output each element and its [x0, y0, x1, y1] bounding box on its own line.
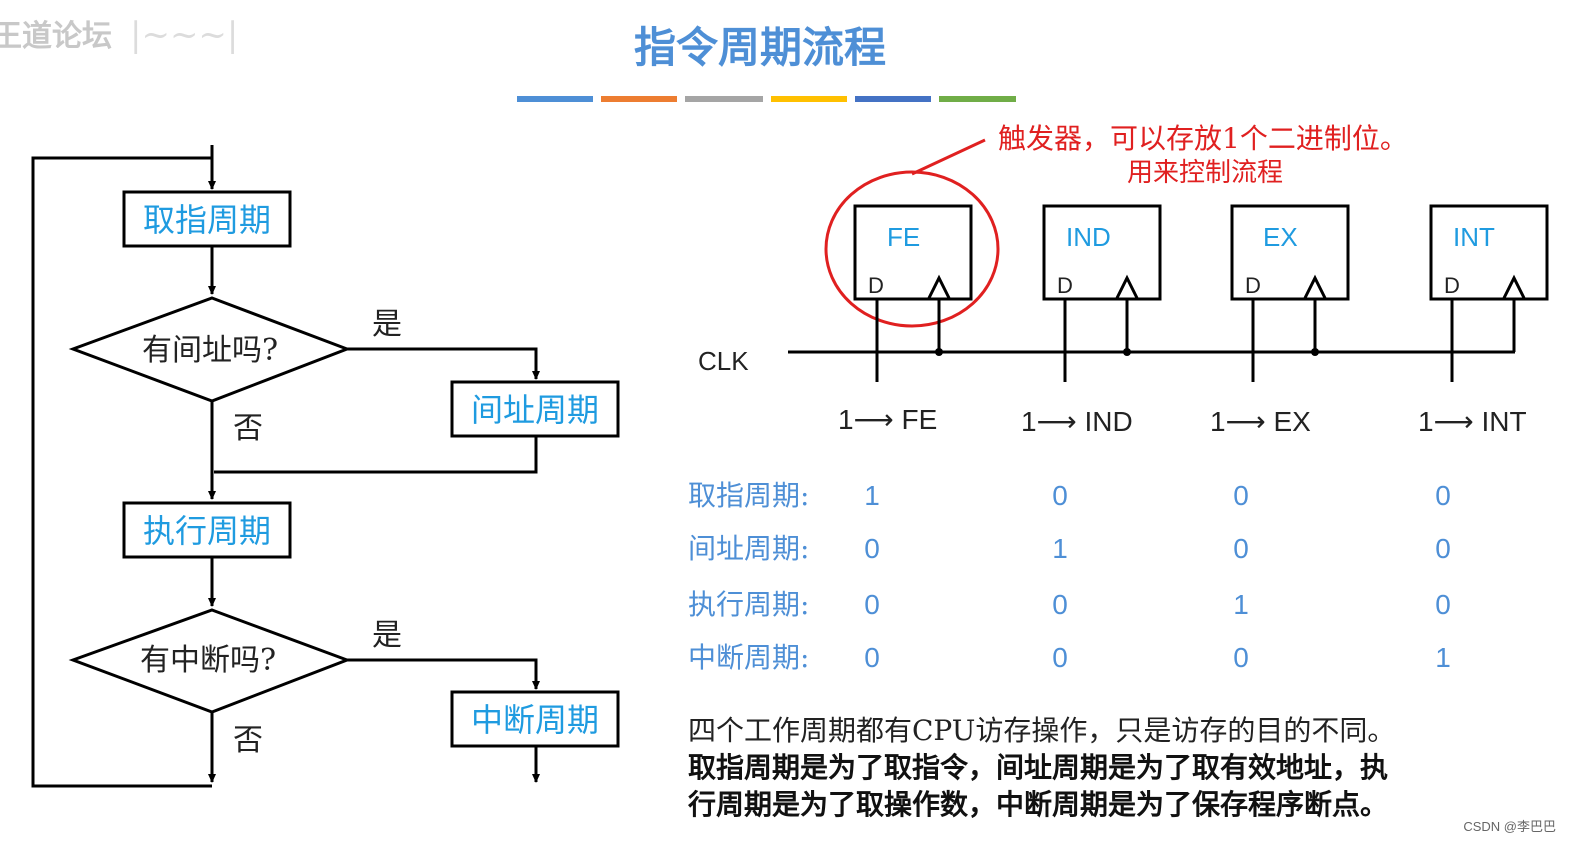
indirect-return-line — [214, 436, 538, 474]
cell-value: 0 — [1233, 642, 1249, 673]
cell-value: 1 — [864, 480, 880, 511]
cell-value: 0 — [864, 642, 880, 673]
cell-value: 1 — [1052, 533, 1068, 564]
cell-value: 0 — [1052, 642, 1068, 673]
junction-dot — [935, 348, 943, 356]
flipflop-name: INT — [1453, 222, 1495, 252]
execute-cycle-label: 执行周期 — [143, 512, 271, 550]
yes-label: 是 — [372, 307, 402, 342]
accent-bar — [771, 96, 847, 102]
yes-branch-line — [347, 347, 540, 380]
row-label: 执行周期: — [688, 588, 809, 621]
accent-bar — [855, 96, 931, 102]
page-title: 指令周期流程 — [634, 23, 886, 72]
flipflop-ind: IND D — [1042, 204, 1162, 382]
flipflop-box — [1429, 204, 1549, 301]
row-label: 中断周期: — [688, 641, 809, 674]
fe-highlight-circle — [824, 170, 1000, 328]
annotation-pointer — [911, 138, 986, 176]
accent-bar — [939, 96, 1016, 102]
flipflops: CLK FE D IND D EX D — [698, 204, 1549, 437]
clk-label: CLK — [698, 346, 749, 376]
no-label: 否 — [233, 723, 263, 758]
flipflop-name: EX — [1263, 222, 1298, 252]
logo-text: 王道论坛 — [0, 20, 112, 53]
flipflop-box — [1042, 204, 1162, 301]
junction-dot — [1311, 348, 1319, 356]
accent-bar — [685, 96, 763, 102]
cell-value: 1 — [1233, 589, 1249, 620]
annotation-line-1: 触发器，可以存放1个二进制位。 — [998, 122, 1408, 155]
flipflop-name: FE — [887, 222, 920, 252]
d-input-label: D — [1245, 273, 1261, 298]
junction-dot — [1123, 348, 1131, 356]
flowchart-labels: 取指周期 有间址吗? 是 否 间址周期 执行周期 有中断吗? 是 否 中断周期 — [140, 201, 599, 758]
clock-triangle-icon — [1115, 274, 1139, 299]
clock-triangle-icon — [1502, 274, 1526, 299]
yes-label: 是 — [372, 618, 402, 653]
flipflop-ex: EX D — [1230, 204, 1350, 382]
d-input-label: D — [1444, 273, 1460, 298]
row-label: 取指周期: — [688, 479, 809, 512]
set-label-int: 1⟶ INT — [1418, 406, 1527, 437]
indirect-cycle-label: 间址周期 — [471, 391, 599, 429]
cell-value: 0 — [864, 533, 880, 564]
cell-value: 0 — [1233, 533, 1249, 564]
no-label: 否 — [233, 411, 263, 446]
indirect-cycle-box — [450, 380, 620, 438]
annotation-line-2: 用来控制流程 — [1127, 157, 1283, 187]
execute-cycle-box — [122, 501, 292, 559]
cell-value: 0 — [1435, 480, 1451, 511]
description-line-2: 取指周期是为了取指令，间址周期是为了取有效地址，执 — [688, 751, 1389, 784]
cell-value: 0 — [1233, 480, 1249, 511]
flipflop-int: INT D — [1429, 204, 1549, 382]
accent-bar — [601, 96, 677, 102]
clock-triangle-icon — [927, 274, 951, 299]
indirect-question: 有间址吗? — [142, 333, 278, 368]
csdn-watermark: CSDN @李巴巴 — [1463, 819, 1556, 834]
cell-value: 0 — [864, 589, 880, 620]
row-label: 间址周期: — [688, 532, 809, 565]
accent-bars — [517, 96, 1016, 102]
set-label-fe: 1⟶ FE — [838, 404, 937, 435]
cell-value: 0 — [1435, 533, 1451, 564]
flipflop-annotation: 触发器，可以存放1个二进制位。 用来控制流程 — [824, 122, 1408, 328]
yes-branch-line — [347, 658, 540, 690]
set-label-ind: 1⟶ IND — [1021, 406, 1133, 437]
d-input-label: D — [868, 273, 884, 298]
accent-bar — [517, 96, 593, 102]
interrupt-question: 有中断吗? — [140, 643, 276, 678]
flipflop-box — [1230, 204, 1350, 301]
set-label-ex: 1⟶ EX — [1210, 406, 1311, 437]
interrupt-cycle-box — [450, 690, 620, 748]
fetch-cycle-label: 取指周期 — [143, 201, 271, 239]
flipflop-box — [853, 204, 973, 301]
description: 四个工作周期都有CPU访存操作，只是访存的目的不同。 取指周期是为了取指令，间址… — [688, 712, 1538, 823]
cell-value: 1 — [1435, 642, 1451, 673]
cell-value: 0 — [1052, 480, 1068, 511]
description-line-1: 四个工作周期都有CPU访存操作，只是访存的目的不同。 — [688, 714, 1396, 747]
flipflop-name: IND — [1066, 222, 1111, 252]
fetch-cycle-box — [122, 190, 292, 248]
cell-value: 0 — [1435, 589, 1451, 620]
loop-back-line — [31, 156, 212, 788]
flowchart — [31, 145, 620, 788]
description-line-3: 行周期是为了取操作数，中断周期是为了保存程序断点。 — [688, 788, 1389, 821]
logo-scribble: |~~~| — [130, 15, 238, 55]
cell-value: 0 — [1052, 589, 1068, 620]
d-input-label: D — [1057, 273, 1073, 298]
flipflop-fe: FE D — [853, 204, 973, 382]
state-table: 取指周期: 1 0 0 0 间址周期: 0 1 0 0 执行周期: 0 0 1 … — [688, 479, 1451, 674]
interrupt-cycle-label: 中断周期 — [471, 701, 599, 739]
clock-triangle-icon — [1303, 274, 1327, 299]
